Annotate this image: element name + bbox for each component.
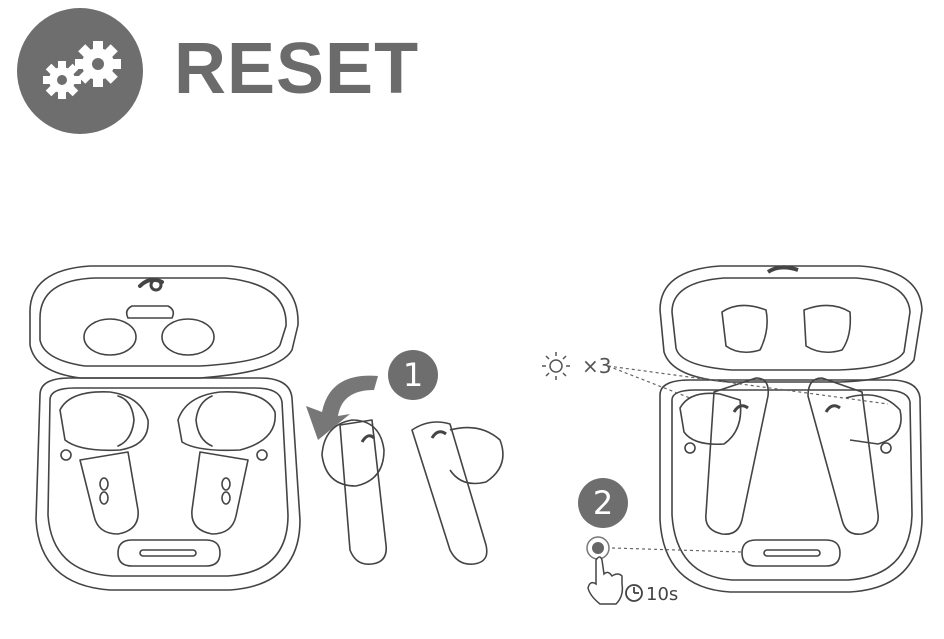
hand-icon — [587, 556, 624, 605]
remove-arrow-icon — [306, 375, 378, 440]
case-button-press-icon — [586, 536, 610, 560]
led-light-icon — [542, 352, 570, 380]
gears-badge — [17, 8, 143, 134]
step-2-badge: 2 — [578, 478, 628, 528]
hold-time-label: 10s — [646, 584, 679, 605]
right-earbud — [411, 421, 504, 566]
step-1-badge: 1 — [388, 350, 438, 400]
led-repeat-label: ×3 — [582, 354, 612, 378]
page-title: RESET — [174, 29, 420, 109]
clock-icon — [625, 584, 643, 602]
gears-icon — [43, 41, 121, 99]
left-earbud — [321, 419, 388, 566]
